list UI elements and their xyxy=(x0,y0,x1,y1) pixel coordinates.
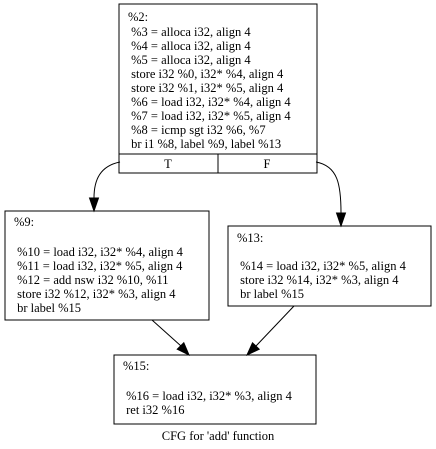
block-9-box xyxy=(4,210,210,321)
node-block-15: %15: %16 = load i32, i32* %3, align 4 re… xyxy=(113,354,317,425)
entry-line-1: %3 = alloca i32, align 4 xyxy=(128,25,251,39)
edge-entry-false-arrowhead xyxy=(335,212,347,228)
block-13-box xyxy=(227,225,432,307)
entry-line-9: br i1 %8, label %9, label %13 xyxy=(128,137,281,151)
block-9-line-3: %11 = load i32, i32* %5, align 4 xyxy=(14,259,183,273)
block-9-line-6: br label %15 xyxy=(14,301,81,315)
edge-entry-false-to-block-13 xyxy=(315,161,347,228)
edge-block-13-to-block-15 xyxy=(245,305,295,357)
block-9-line-0: %9: xyxy=(14,215,34,229)
entry-line-3: %5 = alloca i32, align 4 xyxy=(128,53,251,67)
edge-entry-true-to-block-9 xyxy=(88,161,121,213)
block-13-line-2: %14 = load i32, i32* %5, align 4 xyxy=(237,259,407,273)
entry-line-6: %6 = load i32, i32* %4, align 4 xyxy=(128,95,291,109)
entry-line-0: %2: xyxy=(128,10,148,24)
entry-block-box xyxy=(118,3,318,174)
block-13-line-4: br label %15 xyxy=(237,287,304,301)
edge-block-9-line xyxy=(151,319,182,347)
entry-line-5: store i32 %1, i32* %5, align 4 xyxy=(128,81,284,95)
edge-block-9-to-block-15 xyxy=(151,319,190,357)
block-9-line-5: store i32 %12, i32* %3, align 4 xyxy=(14,287,176,301)
edge-entry-true-line xyxy=(93,161,121,199)
entry-line-8: %8 = icmp sgt i32 %6, %7 xyxy=(128,123,266,137)
edge-entry-false-line xyxy=(315,161,342,214)
block-13-line-0: %13: xyxy=(237,231,263,245)
node-block-9: %9: %10 = load i32, i32* %4, align 4 %11… xyxy=(4,210,210,321)
block-15-box xyxy=(113,354,317,425)
block-13-line-3: store i32 %14, i32* %3, align 4 xyxy=(237,273,399,287)
entry-line-7: %7 = load i32, i32* %5, align 4 xyxy=(128,109,291,123)
edge-block-9-arrowhead xyxy=(176,341,190,357)
edge-entry-true-arrowhead xyxy=(88,197,100,213)
block-15-line-0: %15: xyxy=(123,359,149,373)
entry-line-4: store i32 %0, i32* %4, align 4 xyxy=(128,67,284,81)
edge-block-13-line xyxy=(255,305,295,347)
block-15-line-3: ret i32 %16 xyxy=(123,403,184,417)
block-9-line-4: %12 = add nsw i32 %10, %11 xyxy=(14,273,169,287)
node-block-13: %13: %14 = load i32, i32* %5, align 4 st… xyxy=(227,225,432,307)
block-15-line-2: %16 = load i32, i32* %3, align 4 xyxy=(123,389,293,403)
graph-caption: CFG for 'add' function xyxy=(162,429,275,443)
port-true-label: T xyxy=(164,157,172,171)
port-false-label: F xyxy=(264,157,271,171)
edge-block-13-arrowhead xyxy=(245,341,261,357)
node-entry-block: %2: %3 = alloca i32, align 4 %4 = alloca… xyxy=(118,3,318,174)
entry-line-2: %4 = alloca i32, align 4 xyxy=(128,39,251,53)
block-9-line-2: %10 = load i32, i32* %4, align 4 xyxy=(14,245,184,259)
